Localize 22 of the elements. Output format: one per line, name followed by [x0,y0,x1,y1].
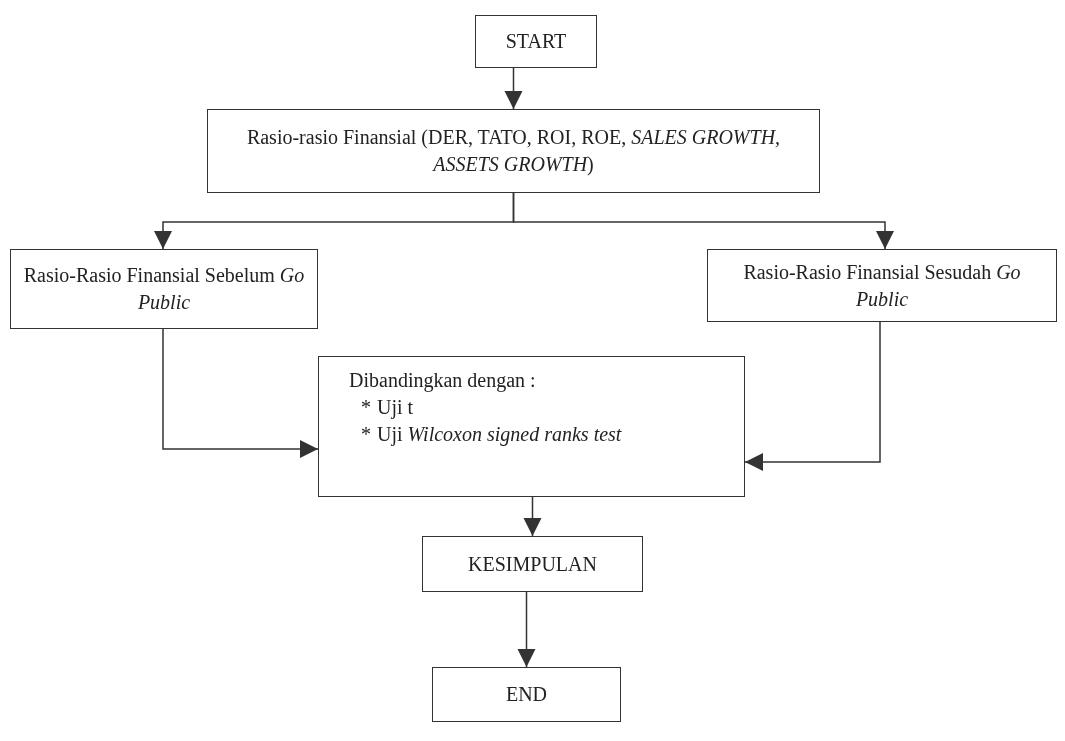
box-label: Rasio-Rasio Finansial Sesudah Go Public [742,259,1022,312]
arrow [512,192,894,250]
arrow [523,496,542,537]
process-box [422,536,643,592]
arrow [744,321,881,471]
box-label: KESIMPULAN [468,551,597,577]
box-label: START [505,29,567,54]
process-box [432,667,621,722]
arrow [162,328,319,458]
process-box [318,356,745,497]
arrow [504,67,523,110]
process-box [707,249,1057,322]
box-label: Dibandingkan dengan : [349,368,536,394]
box-label: Rasio-rasio Finansial (DER, TATO, ROI, ROE, SALES GROWTH, ASSETS GROWTH) [245,125,782,177]
list-item: * Uji Wilcoxon signed ranks test [360,422,623,448]
process-box [475,15,597,68]
arrow [517,591,536,668]
process-box [10,249,318,329]
list-item: * Uji t [360,395,415,421]
process-box [207,109,820,193]
box-label: Rasio-Rasio Finansial Sebelum Go Public [22,263,306,315]
box-label: END [505,682,548,707]
